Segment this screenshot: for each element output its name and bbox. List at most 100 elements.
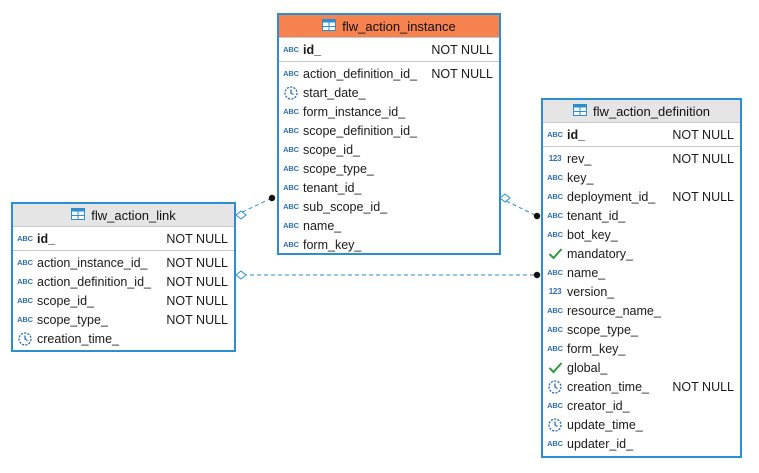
table-icon <box>71 207 86 223</box>
type-label: ABC <box>547 325 563 334</box>
text-icon: ABC <box>283 123 299 139</box>
column-row[interactable]: creation_time_NOT NULL <box>543 377 740 396</box>
column-name: bot_key_ <box>567 227 618 242</box>
column-row[interactable]: ABC form_key_ <box>543 339 740 358</box>
entity-title-label: flw_action_instance <box>342 18 456 34</box>
column-row[interactable]: ABC action_definition_id_ NOT NULL <box>279 64 499 83</box>
column-constraint: NOT NULL <box>431 66 493 81</box>
column-row[interactable]: ABC creator_id_ <box>543 396 740 415</box>
entity-title-label: flw_action_link <box>91 207 176 223</box>
type-label: ABC <box>547 344 563 353</box>
column-name: creation_time_ <box>37 331 119 346</box>
columns-section: ABC action_definition_id_ NOT NULL start_da… <box>279 62 499 256</box>
column-name: updater_id_ <box>567 436 634 451</box>
column-row[interactable]: ABC scope_type_ <box>543 320 740 339</box>
column-name: action_definition_id_ <box>303 66 417 81</box>
column-name: scope_id_ <box>303 142 360 157</box>
column-name: tenant_id_ <box>567 208 626 223</box>
column-row[interactable]: global_ <box>543 358 740 377</box>
type-label: ABC <box>17 277 33 286</box>
text-icon: ABC <box>283 180 299 196</box>
column-row[interactable]: ABC scope_type_ NOT NULL <box>13 310 234 329</box>
entity-title[interactable]: flw_action_link <box>13 204 234 227</box>
column-name: id_ <box>303 42 322 57</box>
entity-title-label: flw_action_definition <box>592 103 711 119</box>
text-icon: ABC <box>283 218 299 234</box>
type-label: ABC <box>547 439 563 448</box>
column-row[interactable]: ABC bot_key_ <box>543 225 740 244</box>
text-icon: ABC <box>547 436 563 452</box>
text-icon: ABC <box>547 170 563 186</box>
column-row[interactable]: ABC resource_name_ <box>543 301 740 320</box>
column-name: scope_type_ <box>567 322 638 337</box>
column-name: resource_name_ <box>567 303 661 318</box>
entity-title[interactable]: flw_action_instance <box>279 15 499 38</box>
entity-title[interactable]: flw_action_definition <box>543 100 740 123</box>
column-row[interactable]: ABC updater_id_ <box>543 434 740 453</box>
type-label: ABC <box>547 401 563 410</box>
number-icon: 123 <box>547 284 563 300</box>
text-icon: ABC <box>547 322 563 338</box>
column-row[interactable]: creation_time_ <box>13 329 234 348</box>
column-row[interactable]: start_date_ <box>279 83 499 102</box>
text-icon: ABC <box>17 312 33 328</box>
type-label: ABC <box>547 173 563 182</box>
column-row[interactable]: mandatory_ <box>543 244 740 263</box>
column-name: name_ <box>303 218 342 233</box>
column-name: name_ <box>567 265 606 280</box>
column-name: tenant_id_ <box>303 180 362 195</box>
text-icon: ABC <box>547 127 563 143</box>
clock-icon <box>17 331 33 347</box>
column-row[interactable]: ABC tenant_id_ <box>279 178 499 197</box>
type-label: 123 <box>548 287 562 296</box>
text-icon: ABC <box>17 274 33 290</box>
text-icon: ABC <box>547 303 563 319</box>
column-constraint: NOT NULL <box>431 42 493 57</box>
text-icon: ABC <box>283 161 299 177</box>
table-icon <box>572 103 587 119</box>
type-label: ABC <box>547 130 563 139</box>
column-name: scope_type_ <box>37 312 108 327</box>
type-label: ABC <box>283 202 299 211</box>
column-row[interactable]: update_time_ <box>543 415 740 434</box>
column-name: update_time_ <box>567 417 643 432</box>
column-row[interactable]: ABC name_ <box>279 216 499 235</box>
column-name: form_key_ <box>567 341 626 356</box>
column-constraint: NOT NULL <box>166 274 228 289</box>
column-constraint: NOT NULL <box>166 312 228 327</box>
column-name: creator_id_ <box>567 398 630 413</box>
type-label: ABC <box>547 306 563 315</box>
column-name: start_date_ <box>303 85 366 100</box>
text-icon: ABC <box>283 66 299 82</box>
text-icon: ABC <box>547 227 563 243</box>
text-icon: ABC <box>283 199 299 215</box>
table-icon <box>322 18 337 34</box>
text-icon: ABC <box>283 237 299 253</box>
